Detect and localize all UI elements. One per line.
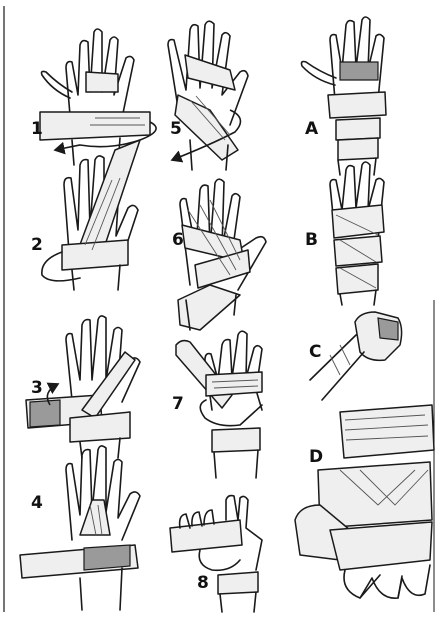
hand-step-2 <box>42 140 140 290</box>
hand-step-5 <box>168 21 248 170</box>
step-label-B: B <box>305 232 318 249</box>
step-label-5: 5 <box>170 121 182 138</box>
hand-step-6 <box>178 179 266 330</box>
step-label-4: 4 <box>31 495 43 512</box>
step-label-7: 7 <box>172 396 184 413</box>
step-label-A: A <box>305 121 318 138</box>
step-label-2: 2 <box>31 237 43 254</box>
step-label-6: 6 <box>172 232 184 249</box>
step-label-D: D <box>309 449 323 466</box>
hand-step-3 <box>26 316 140 458</box>
step-label-1: 1 <box>31 121 43 138</box>
hand-step-B <box>330 162 384 305</box>
step-label-C: C <box>309 344 321 361</box>
fist-step-C <box>310 312 402 400</box>
hand-step-7 <box>176 331 262 478</box>
hand-step-8 <box>170 496 262 613</box>
step-label-8: 8 <box>197 575 209 592</box>
hand-step-A <box>302 17 387 175</box>
fist-step-D <box>295 405 434 598</box>
hand-step-4 <box>20 446 140 610</box>
step-label-3: 3 <box>31 380 43 397</box>
